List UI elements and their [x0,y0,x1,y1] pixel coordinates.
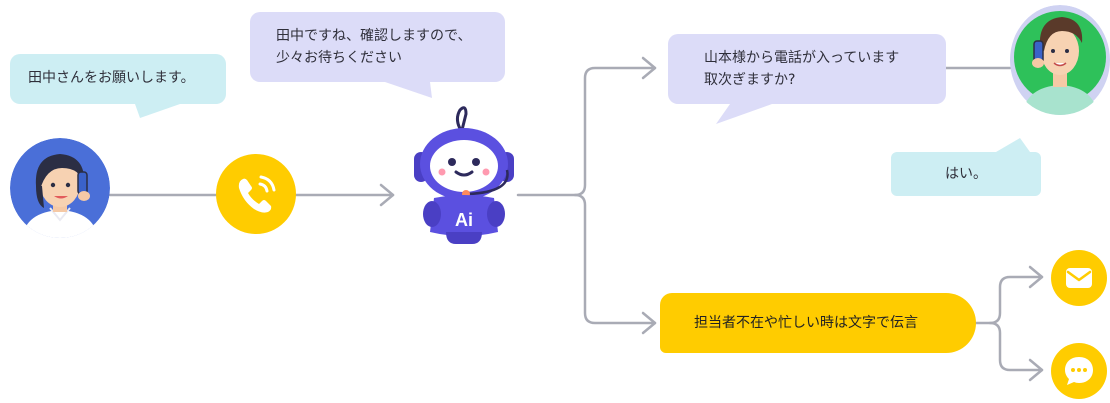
ai-reply-line-2: 少々お待ちください [276,50,402,66]
tail-customer [135,104,180,118]
tail-ai [385,82,432,98]
connector-ai-staff [516,66,657,197]
phone-ringing-icon [216,154,296,234]
ai-robot-icon: Ai [404,100,524,250]
staff-query-bubble: 山本様から電話が入っています 取次ぎますか? [668,34,946,104]
arrow-head-chat [1028,358,1044,382]
staff-answer-text: はい。 [945,166,987,182]
fallback-message-bubble: 担当者不在や忙しい時は文字で伝言 [660,293,976,353]
arrow-head-ai [379,183,395,207]
connector-fallback-chat [988,321,1044,372]
staff-query-line-2: 取次ぎますか? [704,72,796,88]
man-phone-avatar [1010,5,1110,115]
mail-icon [1051,250,1107,306]
arrow-head-fallback [641,311,657,335]
ai-reply-bubble: 田中ですね、確認しますので、 少々お待ちください [250,12,505,82]
ai-badge-label: Ai [455,210,473,230]
tail-reply [996,138,1030,152]
customer-request-bubble: 田中さんをお願いします。 [10,54,226,104]
arrow-head-mail [1028,265,1044,289]
customer-request-text: 田中さんをお願いします。 [28,70,195,86]
staff-answer-bubble: はい。 [891,152,1041,196]
connector-ai-fallback [573,193,657,325]
ai-reply-line-1: 田中ですね、確認しますので、 [276,28,472,44]
chat-icon [1051,343,1107,399]
arrow-head-staff [641,56,657,80]
woman-caller-avatar [10,138,110,238]
staff-query-line-1: 山本様から電話が入っています [704,50,900,66]
tail-staff [716,104,772,124]
fallback-message-text: 担当者不在や忙しい時は文字で伝言 [694,315,918,331]
